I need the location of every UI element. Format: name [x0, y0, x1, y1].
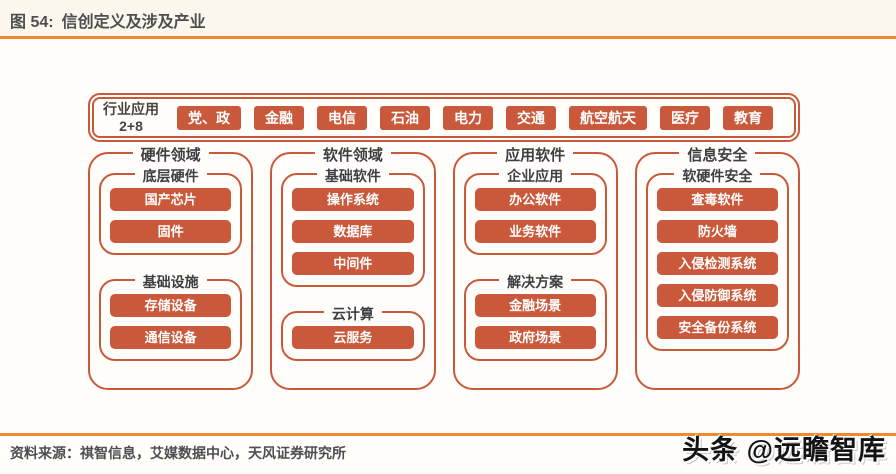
- item-chip: 中间件: [292, 252, 414, 275]
- industry-bar-label-line2: 2+8: [119, 117, 143, 134]
- industry-chip: 交通: [506, 105, 556, 130]
- industry-bar-label: 行业应用 2+8: [98, 101, 164, 135]
- item-chip: 查毒软件: [656, 188, 778, 211]
- domain-box: 应用软件企业应用办公软件业务软件解决方案金融场景政府场景: [452, 144, 618, 390]
- item-chip: 业务软件: [474, 220, 596, 243]
- header-divider-rule: [0, 36, 896, 39]
- domain-box: 硬件领域底层硬件国产芯片固件基础设施存储设备通信设备: [88, 144, 254, 390]
- industry-chip: 电力: [443, 105, 493, 130]
- xinchuang-industry-diagram: 行业应用 2+8 党、政金融电信石油电力交通航空航天医疗教育 硬件领域底层硬件国…: [88, 93, 800, 390]
- item-chip: 云服务: [292, 326, 414, 349]
- domain-title: 信息安全: [679, 144, 756, 165]
- category-title: 软硬件安全: [674, 166, 761, 186]
- industry-application-bar: 行业应用 2+8 党、政金融电信石油电力交通航空航天医疗教育: [88, 93, 800, 142]
- item-chip: 国产芯片: [110, 188, 232, 211]
- figure-title: 信创定义及涉及产业: [61, 14, 206, 31]
- domain-box: 软件领域基础软件操作系统数据库中间件云计算云服务: [270, 144, 436, 390]
- item-chip: 存储设备: [110, 294, 232, 317]
- category-box: 解决方案金融场景政府场景: [463, 272, 607, 361]
- item-chip: 金融场景: [474, 294, 596, 317]
- industry-chip: 石油: [380, 105, 430, 130]
- domain-title: 应用软件: [497, 144, 574, 165]
- domain-title: 硬件领域: [132, 144, 209, 165]
- category-box: 企业应用办公软件业务软件: [463, 166, 607, 255]
- category-box: 云计算云服务: [281, 304, 425, 361]
- figure-number-label: 图 54:: [10, 14, 54, 31]
- industry-chip: 教育: [723, 105, 773, 130]
- figure-header: 图 54: 信创定义及涉及产业: [0, 0, 896, 39]
- industry-chip: 电信: [317, 105, 367, 130]
- item-chip: 政府场景: [474, 326, 596, 349]
- item-chip: 操作系统: [292, 188, 414, 211]
- category-title: 云计算: [323, 304, 382, 324]
- domain-columns: 硬件领域底层硬件国产芯片固件基础设施存储设备通信设备软件领域基础软件操作系统数据…: [88, 144, 800, 390]
- item-chip: 入侵防御系统: [656, 284, 778, 307]
- category-box: 基础软件操作系统数据库中间件: [281, 166, 425, 287]
- item-chip: 入侵检测系统: [656, 252, 778, 275]
- item-chip: 办公软件: [474, 188, 596, 211]
- industry-chip: 金融: [254, 105, 304, 130]
- item-chip: 防火墙: [656, 220, 778, 243]
- source-attribution: 资料来源：祺智信息，艾媒数据中心，天风证券研究所: [10, 445, 346, 461]
- category-title: 基础设施: [134, 272, 207, 292]
- item-chip: 固件: [110, 220, 232, 243]
- industry-buttons: 党、政金融电信石油电力交通航空航天医疗教育: [177, 105, 784, 130]
- item-chip: 数据库: [292, 220, 414, 243]
- item-chip: 通信设备: [110, 326, 232, 349]
- category-box: 底层硬件国产芯片固件: [99, 166, 243, 255]
- category-box: 基础设施存储设备通信设备: [99, 272, 243, 361]
- domain-box: 信息安全软硬件安全查毒软件防火墙入侵检测系统入侵防御系统安全备份系统: [634, 144, 800, 390]
- figure-title-row: 图 54: 信创定义及涉及产业: [10, 8, 206, 32]
- item-chip: 安全备份系统: [656, 316, 778, 339]
- industry-chip: 党、政: [177, 105, 241, 130]
- category-title: 底层硬件: [134, 166, 207, 186]
- industry-application-bar-inner: 行业应用 2+8 党、政金融电信石油电力交通航空航天医疗教育: [92, 97, 796, 138]
- industry-chip: 医疗: [660, 105, 710, 130]
- category-title: 基础软件: [316, 166, 389, 186]
- industry-bar-label-line1: 行业应用: [103, 100, 159, 117]
- footer-divider-rule: [0, 433, 896, 436]
- category-title: 解决方案: [499, 272, 572, 292]
- domain-title: 软件领域: [314, 144, 391, 165]
- toutiao-watermark: 头条 @远瞻智库: [682, 435, 886, 465]
- category-box: 软硬件安全查毒软件防火墙入侵检测系统入侵防御系统安全备份系统: [645, 166, 789, 351]
- industry-chip: 航空航天: [569, 105, 647, 130]
- category-title: 企业应用: [499, 166, 572, 186]
